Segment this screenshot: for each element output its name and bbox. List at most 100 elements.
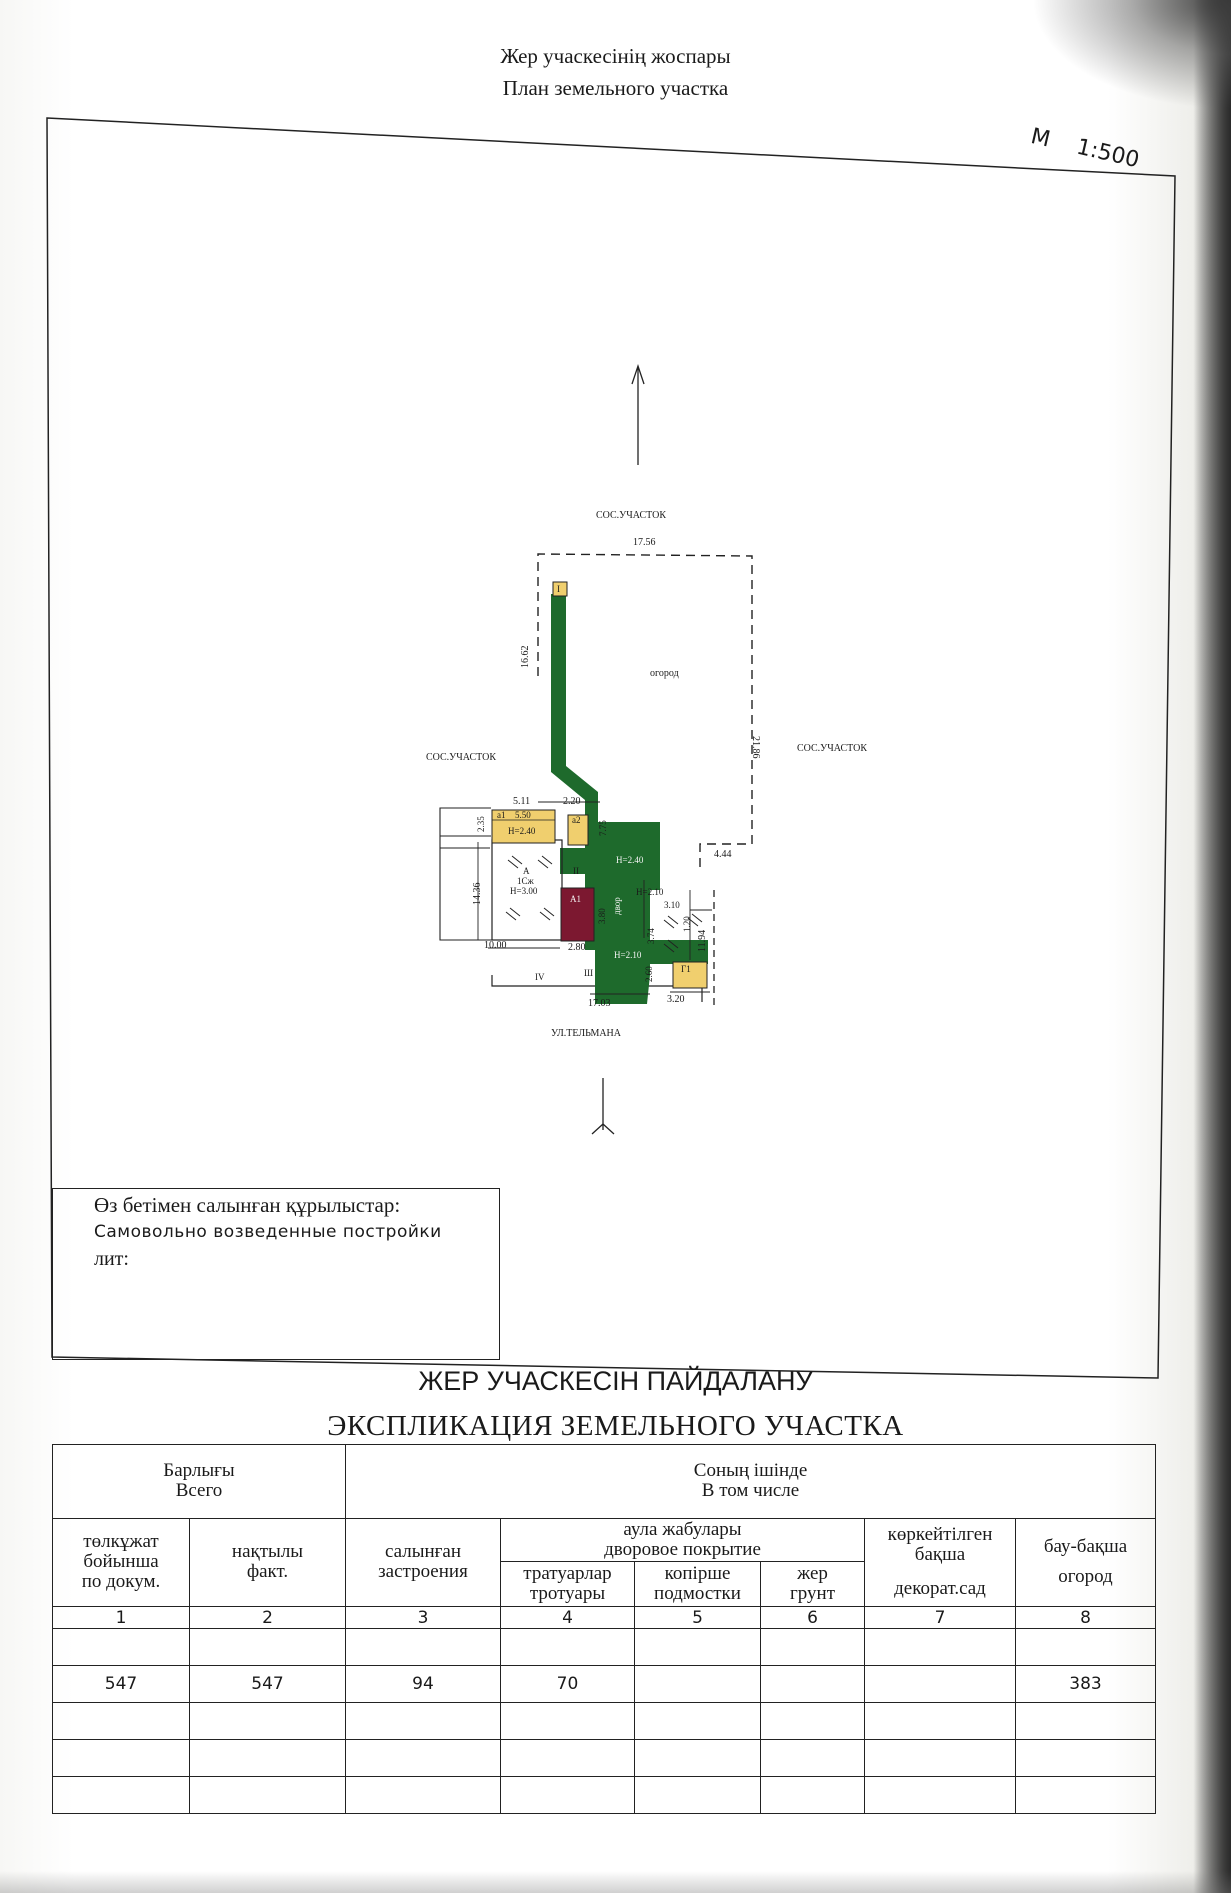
label-G1: Г1	[681, 964, 691, 974]
green-walkway	[551, 594, 598, 822]
dim-2-20: 2.20	[563, 796, 581, 807]
dim-right-long: 21.86	[750, 736, 761, 759]
dimension-lines	[477, 801, 712, 995]
col-number: 2	[189, 1605, 346, 1630]
height-A: Н=3.00	[510, 886, 538, 896]
col-number: 5	[634, 1605, 761, 1630]
dim-7-75: 7.75	[598, 820, 608, 836]
dim-right-step: 4.44	[714, 849, 732, 860]
building-a2	[567, 814, 589, 846]
table-row	[52, 1628, 1157, 1667]
dim-3-10: 3.10	[664, 900, 680, 910]
dim-3-74: 3.74	[646, 928, 656, 944]
height-2-10-a: Н=2.10	[636, 887, 664, 897]
garden-label: огород	[650, 668, 679, 679]
building-G1	[672, 961, 708, 989]
height-2-10-b: Н=2.10	[614, 950, 642, 960]
building-A1	[560, 887, 595, 942]
col-number: 3	[345, 1605, 501, 1630]
col-number: 8	[1014, 1605, 1157, 1630]
table-row	[52, 1776, 1157, 1814]
explication-title-kz: ЖЕР УЧАСКЕСІН ПАЙДАЛАНУ	[418, 1366, 813, 1396]
dim-2-80: 2.80	[568, 942, 586, 953]
label-A1: А1	[570, 894, 581, 904]
north-neighbor-label: СОС.УЧАСТОК	[596, 510, 667, 521]
dim-2-35: 2.35	[476, 816, 486, 832]
col-number: 7	[864, 1605, 1016, 1630]
value-actual: 547	[189, 1665, 346, 1704]
dim-left-upper: 16.62	[520, 645, 531, 669]
plan-title-ru: План земельного участка	[502, 76, 729, 100]
building-I	[552, 581, 568, 597]
page-bottom-shadow	[0, 1871, 1231, 1893]
value-ground	[760, 1665, 865, 1704]
value-sidewalks: 70	[500, 1665, 635, 1704]
street-label: УЛ.ТЕЛЬМАНА	[551, 1028, 621, 1039]
col-number: 1	[52, 1605, 190, 1630]
yard-label: двор	[612, 897, 622, 915]
table-row	[52, 1739, 1157, 1778]
plan-title-kz: Жер учаскесінің жоспары	[500, 44, 731, 68]
page-edge-shadow	[1193, 0, 1231, 1893]
unauthorized-lit-label: лит:	[94, 1248, 129, 1270]
green-yard	[585, 822, 660, 1004]
height-a1: Н=2.40	[508, 826, 536, 836]
height-yard: Н=2.40	[616, 855, 644, 865]
dim-1-20: 1.20	[682, 916, 692, 932]
value-built-up: 94	[345, 1665, 501, 1704]
explication-title-ru: ЭКСПЛИКАЦИЯ ЗЕМЕЛЬНОГО УЧАСТКА	[327, 1410, 904, 1442]
table-row	[52, 1702, 1157, 1741]
green-strip-bottom	[595, 960, 613, 1004]
dim-10-00: 10.00	[484, 940, 507, 951]
dim-5-11: 5.11	[513, 796, 531, 807]
dim-top: 17.56	[633, 537, 656, 548]
south-arrow-tail	[591, 1123, 615, 1135]
building-a1	[491, 809, 556, 844]
north-arrow-head	[631, 363, 645, 385]
plan-frame	[46, 117, 1176, 1379]
label-III: Ш	[584, 968, 594, 978]
label-a2: а2	[572, 815, 581, 825]
label-A: А	[523, 866, 530, 876]
label-IV: IV	[535, 972, 545, 982]
dim-3-20: 3.20	[667, 994, 685, 1005]
unauthorized-label-kz: Өз бетімен салынған құрылыстар:	[94, 1193, 401, 1217]
west-neighbor-label: СОС.УЧАСТОК	[426, 752, 497, 763]
dim-11-94: 11.94	[697, 929, 708, 952]
page-corner-wear	[1031, 0, 1231, 110]
dim-3-80: 3.80	[597, 908, 607, 924]
label-I: I	[557, 584, 560, 594]
dim-2-60: 2.60	[644, 966, 654, 982]
col-number: 4	[500, 1605, 635, 1630]
dim-17-03: 17.03	[588, 998, 611, 1009]
value-by-documents: 547	[52, 1665, 190, 1704]
left-neighbor-outline	[439, 807, 494, 941]
table-row: 547 547 94 70 383	[52, 1665, 1157, 1704]
value-vegetable-garden: 383	[1014, 1665, 1157, 1704]
unauthorized-buildings-box	[52, 1188, 500, 1360]
value-decking	[634, 1665, 761, 1704]
label-A-desc: 1Сж	[517, 876, 534, 886]
unauthorized-label-ru: Самовольно возведенные постройки	[94, 1222, 442, 1242]
label-II: II	[573, 866, 579, 876]
east-neighbor-label: СОС.УЧАСТОК	[797, 743, 868, 754]
green-strip-right	[646, 940, 708, 964]
dim-14-36: 14.36	[472, 882, 483, 906]
green-strip-left	[560, 848, 588, 874]
value-decorative-garden	[864, 1665, 1016, 1704]
parcel-boundary-upper	[537, 553, 753, 872]
label-a1: а1	[497, 810, 506, 820]
